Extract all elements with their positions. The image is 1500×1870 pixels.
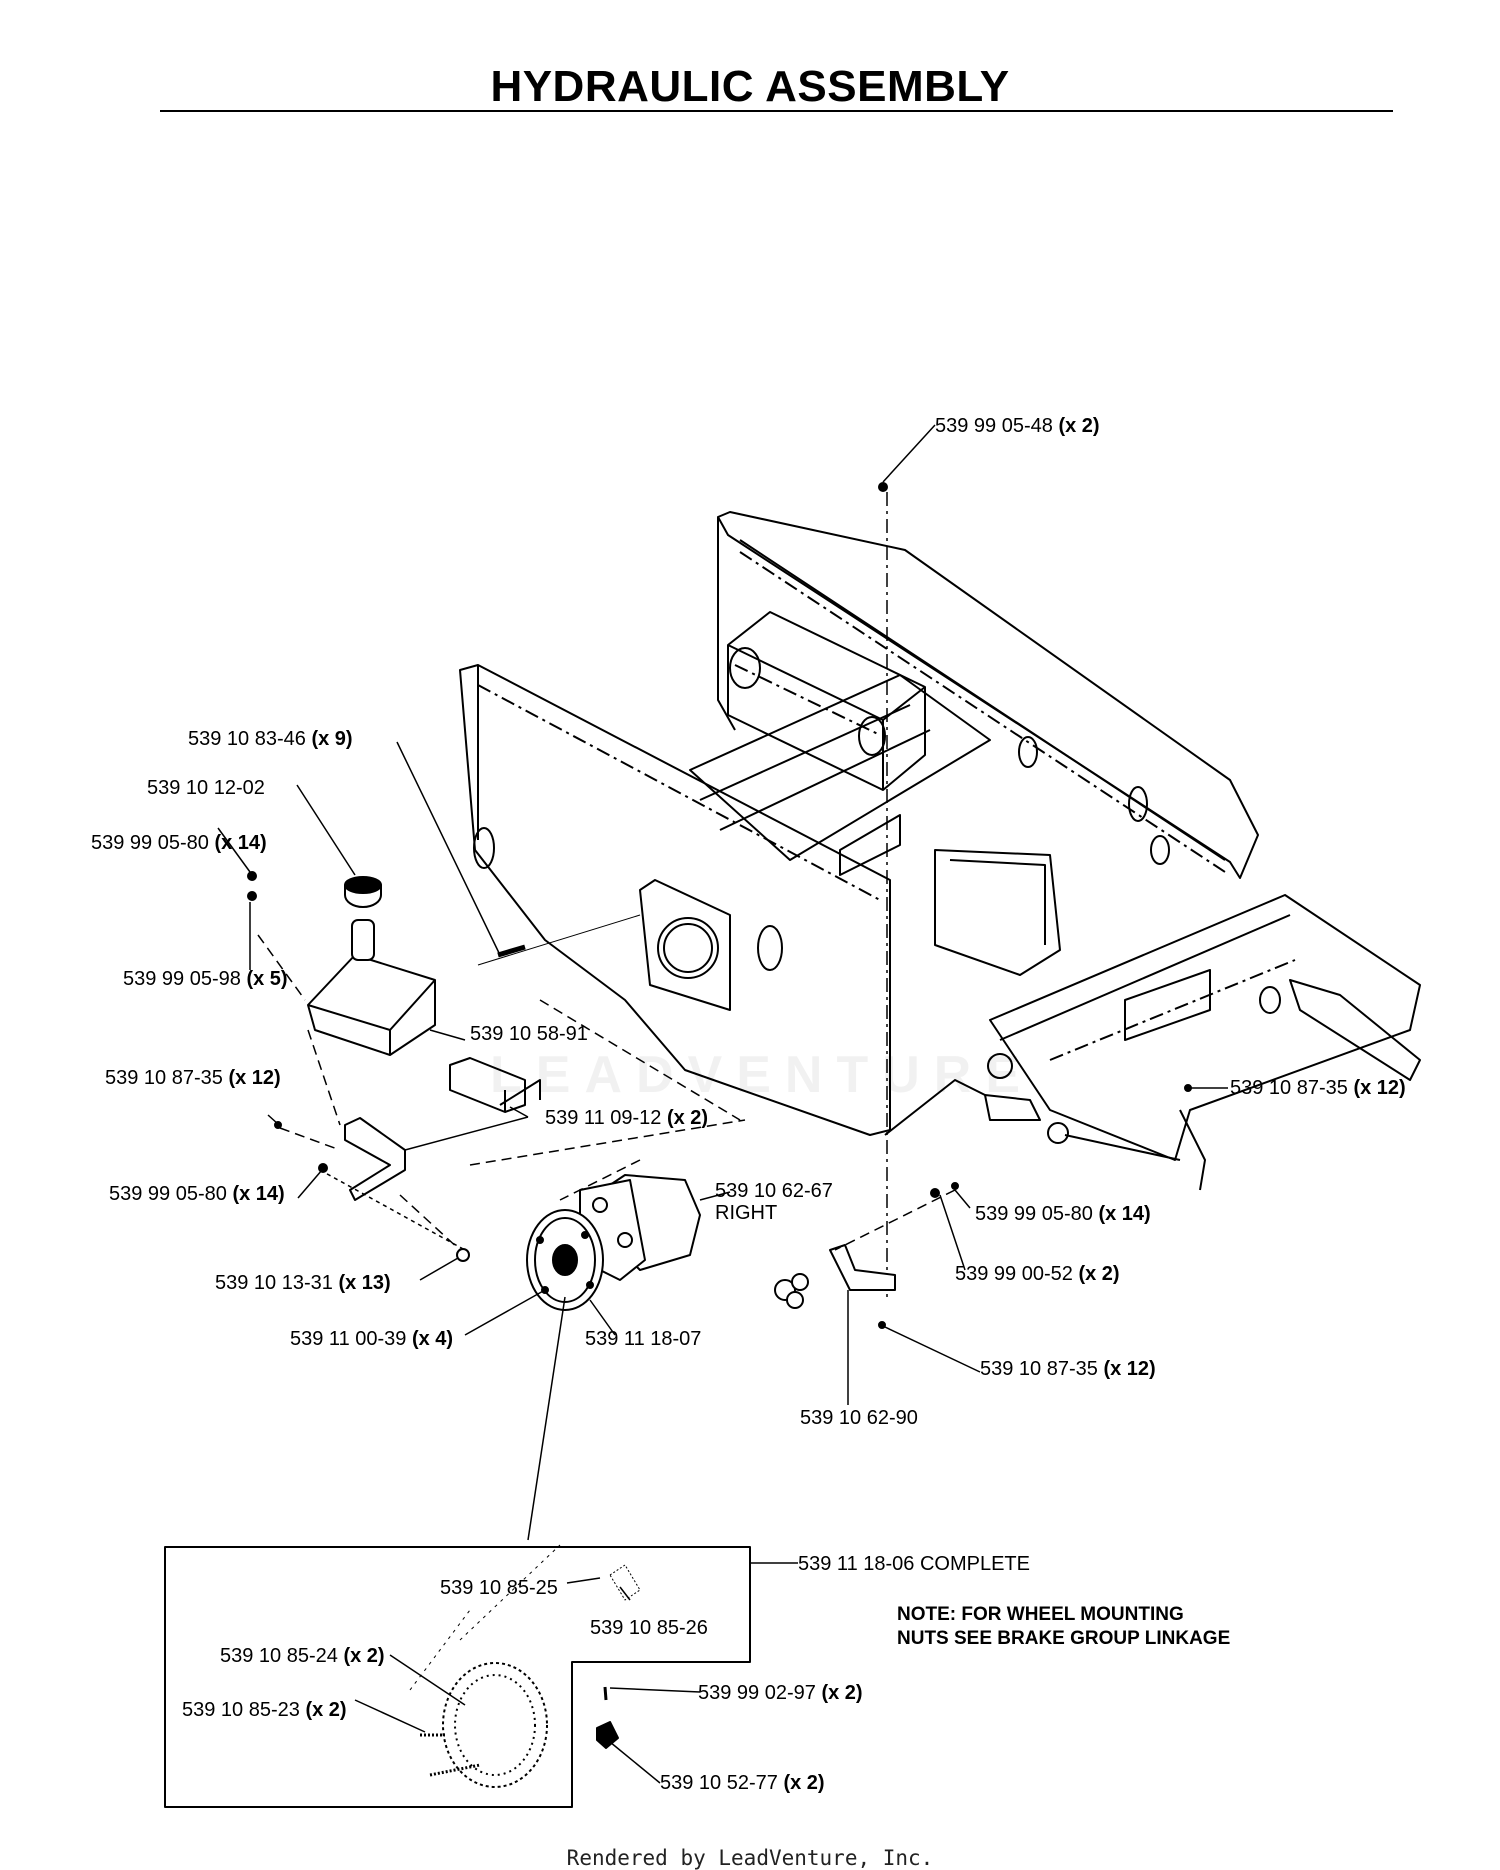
bolt-d bbox=[951, 1182, 959, 1190]
title-rule bbox=[160, 110, 1393, 112]
note-line-1: NOTE: FOR WHEEL MOUNTING bbox=[897, 1604, 1184, 1625]
label-539105277: 539 10 52-77 (x 2) bbox=[660, 1772, 825, 1794]
label-539108735-c: 539 10 87-35 (x 12) bbox=[980, 1358, 1156, 1380]
assembly-lines bbox=[257, 934, 956, 1251]
label-539990598: 539 99 05-98 (x 5) bbox=[123, 968, 288, 990]
label-539111807: 539 11 18-07 bbox=[585, 1328, 702, 1350]
label-539105891: 539 10 58-91 bbox=[470, 1023, 588, 1045]
label-539108523: 539 10 85-23 (x 2) bbox=[182, 1699, 347, 1721]
valve-bracket bbox=[774, 1244, 896, 1309]
bolt-e bbox=[878, 1321, 886, 1329]
label-539106290: 539 10 62-90 bbox=[800, 1407, 918, 1429]
label-539990548: 539 99 05-48 (x 2) bbox=[935, 415, 1100, 437]
tank-bracket bbox=[344, 1117, 406, 1201]
pin bbox=[497, 944, 526, 958]
left-side-plate bbox=[459, 664, 891, 1136]
cross-member-box bbox=[727, 611, 926, 791]
frame-bottom-edge bbox=[884, 1079, 986, 1136]
right-lower-frame bbox=[984, 894, 1421, 1191]
label-539990052: 539 99 00-52 (x 2) bbox=[955, 1263, 1120, 1285]
label-539108525: 539 10 85-25 bbox=[440, 1577, 558, 1599]
label-539108735-a: 539 10 87-35 (x 12) bbox=[105, 1067, 281, 1089]
label-539111806: 539 11 18-06 COMPLETE bbox=[798, 1553, 1030, 1575]
hydraulic-motor bbox=[526, 1174, 701, 1311]
label-539990297: 539 99 02-97 (x 2) bbox=[698, 1682, 863, 1704]
label-539101202: 539 10 12-02 bbox=[147, 777, 265, 799]
footer-credit: Rendered by LeadVenture, Inc. bbox=[566, 1846, 934, 1870]
label-539108524: 539 10 85-24 (x 2) bbox=[220, 1645, 385, 1667]
label-539101331: 539 10 13-31 (x 13) bbox=[215, 1272, 391, 1294]
washer-a bbox=[247, 871, 257, 881]
wheel-mounting-note: NOTE: FOR WHEEL MOUNTING NUTS SEE BRAKE … bbox=[897, 1603, 1230, 1651]
leader-lines bbox=[217, 424, 1228, 1784]
label-539108735-b: 539 10 87-35 (x 12) bbox=[1230, 1077, 1406, 1099]
label-539990580-b: 539 99 05-80 (x 14) bbox=[109, 1183, 285, 1205]
label-539990580-c: 539 99 05-80 (x 14) bbox=[975, 1203, 1151, 1225]
label-539990580-a: 539 99 05-80 (x 14) bbox=[91, 832, 267, 854]
center-rails bbox=[689, 674, 1061, 976]
label-539110039: 539 11 00-39 (x 4) bbox=[290, 1328, 454, 1350]
rear-frame-plate bbox=[717, 511, 1259, 879]
page-title: HYDRAULIC ASSEMBLY bbox=[490, 62, 1010, 111]
label-539108346: 539 10 83-46 (x 9) bbox=[188, 728, 353, 750]
reservoir-tank bbox=[307, 876, 436, 1056]
inset-detail-box bbox=[164, 1544, 751, 1808]
top-bolt bbox=[878, 482, 888, 492]
mount-brackets bbox=[449, 1057, 541, 1113]
washer-b bbox=[247, 891, 257, 901]
nut bbox=[456, 1248, 470, 1262]
label-539108526: 539 10 85-26 bbox=[590, 1617, 708, 1639]
note-line-2: NUTS SEE BRAKE GROUP LINKAGE bbox=[897, 1628, 1231, 1649]
label-539110912: 539 11 09-12 (x 2) bbox=[545, 1107, 709, 1129]
bolt-c bbox=[930, 1188, 940, 1198]
watermark: LEADVENTURE bbox=[490, 1046, 1035, 1104]
